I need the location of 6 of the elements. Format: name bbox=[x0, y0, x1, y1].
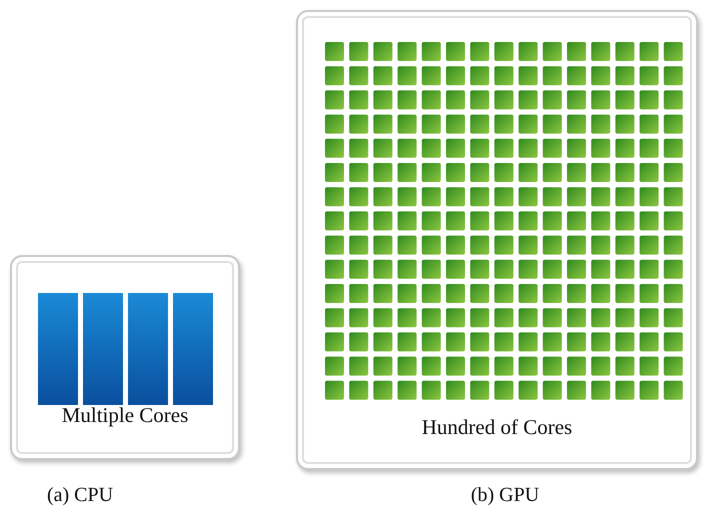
subfigure-caption: (a) CPU bbox=[46, 484, 114, 507]
chip-panel bbox=[296, 10, 698, 470]
subfigure-caption: (b) GPU bbox=[470, 484, 540, 507]
panel-label: Hundred of Cores bbox=[422, 415, 572, 440]
panel-label: Multiple Cores bbox=[62, 403, 188, 428]
chip-panel bbox=[10, 255, 240, 460]
